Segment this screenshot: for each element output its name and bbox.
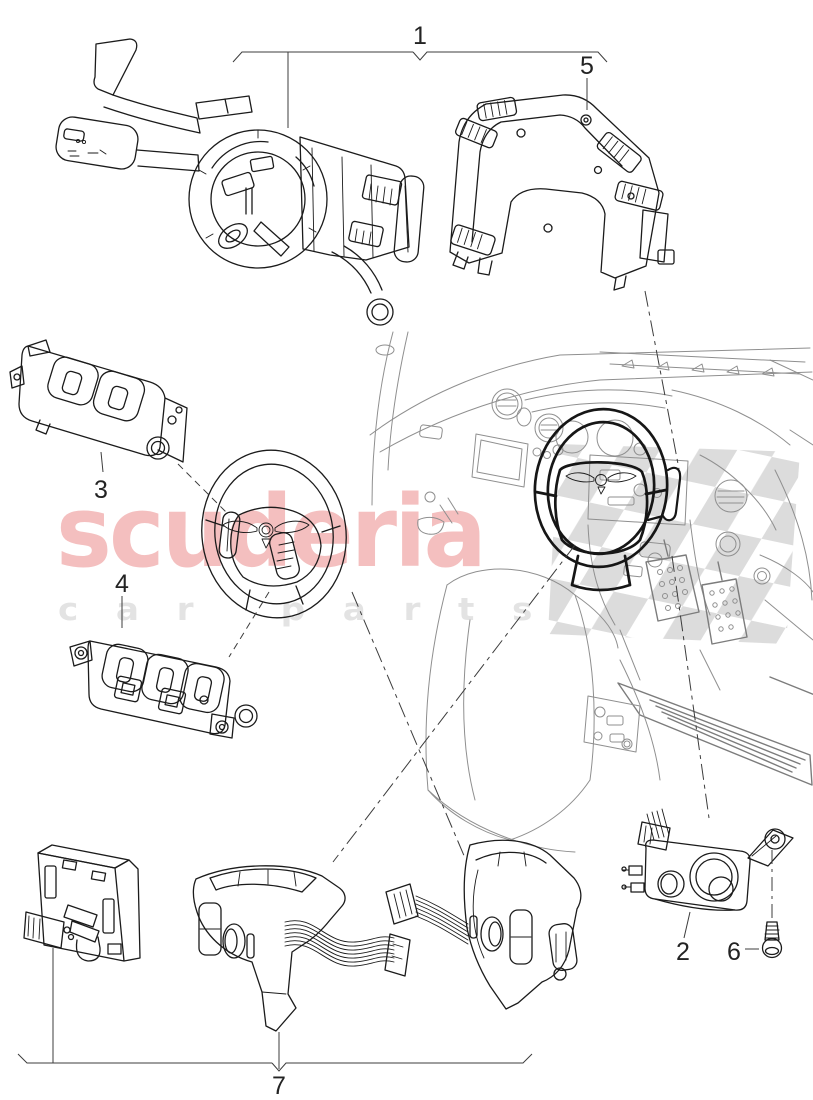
part-2-switch-unit: [621, 808, 794, 911]
interior-background-art: [369, 331, 813, 853]
brand-watermark: scuderia car parts: [56, 444, 800, 644]
part-6-screw-icon: [761, 921, 783, 959]
callout-2: 2: [676, 938, 690, 966]
callout-5: 5: [580, 52, 594, 80]
callout-bracket-1: [232, 51, 608, 63]
bentley-wings-icon: [565, 472, 637, 495]
steering-wheel-closeup-art: [201, 449, 347, 619]
part-7-left-switch-trim: [192, 865, 346, 1032]
part-7-ribbon-cable-left: [284, 920, 411, 977]
callout-6: 6: [727, 938, 741, 966]
right-paddle-switch: [269, 532, 300, 580]
checkered-flag-icon: [548, 444, 800, 644]
watermark-brand-text: scuderia: [56, 475, 484, 590]
part-3-switch-module: [9, 339, 188, 463]
part-1-column-switch-assembly: [55, 38, 425, 326]
callout-4: 4: [115, 570, 129, 598]
part-7-control-module: [23, 844, 141, 962]
left-paddle-switch: [218, 511, 241, 559]
part-5-mounting-bracket: [449, 94, 675, 291]
wiper-stalk-icon: [93, 38, 201, 134]
callout-7: 7: [272, 1072, 286, 1100]
part-7-right-switch-trim: [463, 839, 582, 1010]
insitu-steering-wheel-art: [533, 407, 682, 592]
callout-leader-lines: [17, 51, 773, 1072]
part-7-ribbon-cable-right: [385, 883, 469, 945]
part-4-switch-module: [69, 640, 258, 739]
turn-signal-stalk-icon: [55, 116, 200, 172]
mounting-clips: [113, 675, 187, 715]
callout-bracket-7: [17, 1053, 533, 1072]
pedal-holes: [657, 565, 741, 632]
stalk-icon-markings: [67, 138, 107, 157]
door-sill-art: [617, 676, 813, 786]
callout-1: 1: [413, 22, 427, 50]
callout-3: 3: [94, 476, 108, 504]
watermark-tagline-text: car parts: [58, 592, 570, 628]
